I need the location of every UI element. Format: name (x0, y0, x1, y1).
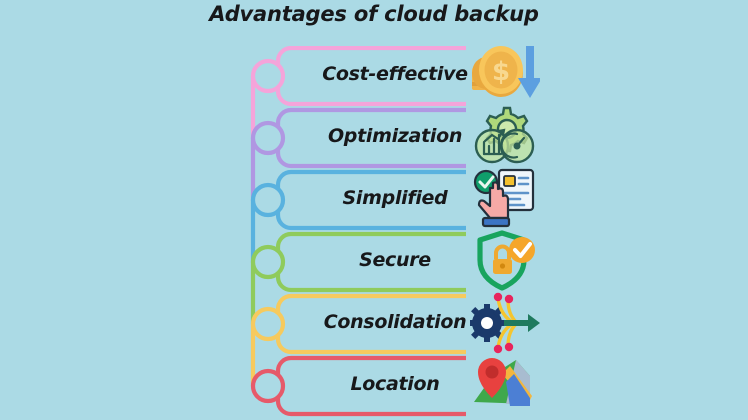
item-label: Location (350, 373, 440, 395)
svg-text:$: $ (492, 57, 510, 87)
list-item[interactable]: Cost-effective $ (248, 46, 568, 108)
gear-merge-arrow-icon (470, 290, 540, 356)
list-item[interactable]: Consolidation (248, 292, 568, 356)
advantages-list: Cost-effective $ Optimization (0, 46, 748, 420)
map-pin-icon (470, 352, 540, 418)
shield-lock-check-icon (470, 228, 540, 294)
gear-chart-gauge-icon (470, 104, 540, 170)
list-item[interactable]: Simplified (248, 168, 568, 232)
coin-dollar-down-arrow-icon: $ (470, 42, 540, 108)
item-label: Secure (359, 249, 431, 271)
list-item[interactable]: Location (248, 356, 568, 418)
item-label: Simplified (342, 187, 448, 209)
item-label: Optimization (327, 125, 463, 147)
page-title: Advantages of cloud backup (209, 2, 539, 26)
item-label: Cost-effective (322, 63, 468, 85)
hand-click-document-icon (470, 166, 540, 232)
list-item[interactable]: Optimization (248, 106, 568, 170)
list-item[interactable]: Secure (248, 230, 568, 294)
item-label: Consolidation (323, 311, 467, 333)
